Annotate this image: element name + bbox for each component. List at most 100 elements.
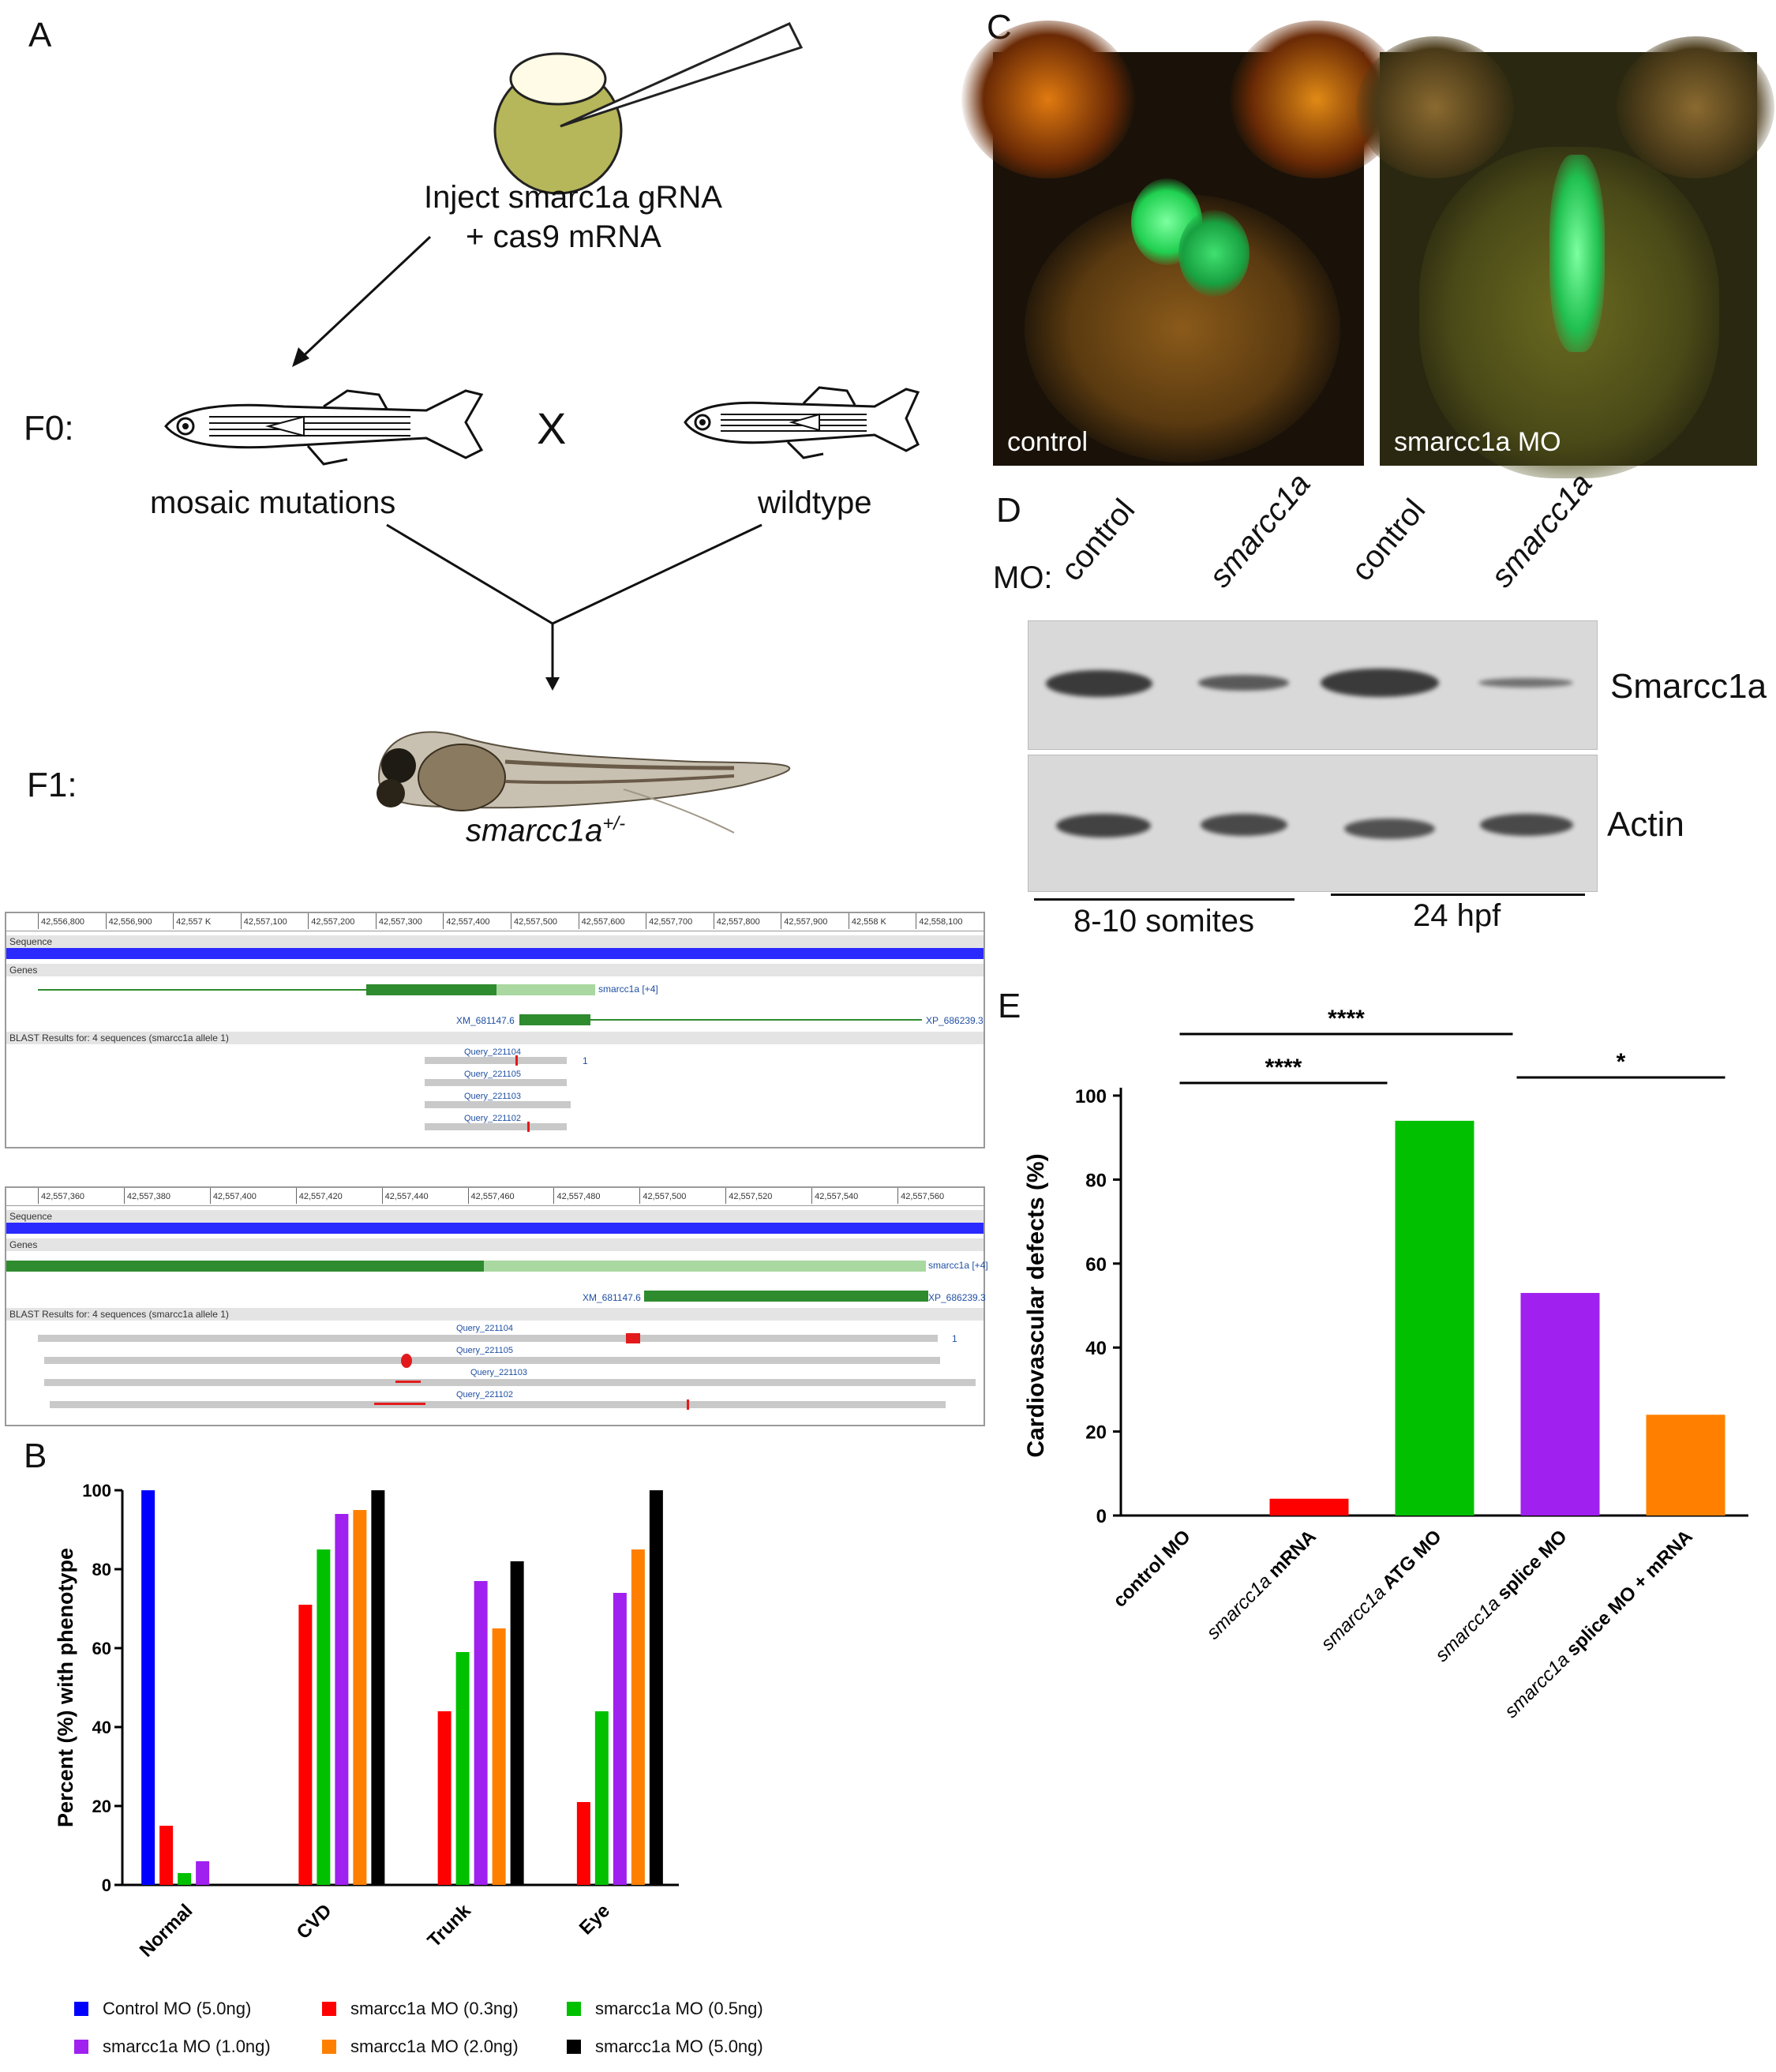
western-blot-actin xyxy=(1028,755,1598,892)
x-tick-label: CVD xyxy=(293,1900,336,1943)
mosaic-label: mosaic mutations xyxy=(150,485,396,520)
significance-label: * xyxy=(1617,1049,1626,1075)
legend-swatch xyxy=(322,2002,336,2016)
transcript-right-bottom: XP_686239.3 xyxy=(928,1292,986,1303)
legend-item: smarcc1a MO (0.3ng) xyxy=(322,1999,519,2019)
y-tick-label: 80 xyxy=(92,1560,111,1579)
arrow-to-f0 xyxy=(298,235,432,361)
bar xyxy=(649,1490,663,1885)
bar xyxy=(455,1652,470,1885)
ruler-tick-label: 42,557,600 xyxy=(578,913,625,929)
ruler-tick-label: 42,557,420 xyxy=(295,1188,343,1204)
blot-band xyxy=(1344,819,1435,839)
ruler-tick-label: 42,558,100 xyxy=(916,913,962,929)
caption-smarcc1a-mo: smarcc1a MO xyxy=(1394,427,1561,457)
legend-swatch xyxy=(567,2002,581,2016)
query-label: Query_221102 xyxy=(464,1114,521,1123)
legend-swatch xyxy=(567,2040,581,2054)
panel-a-schematic xyxy=(164,22,920,834)
lane-label: control xyxy=(1054,493,1142,588)
bar xyxy=(1520,1293,1600,1516)
y-tick-label: 100 xyxy=(82,1481,111,1501)
transcript-left-bottom: XM_681147.6 xyxy=(583,1292,641,1303)
f1-genotype-name: smarcc1a xyxy=(466,813,603,849)
ruler-tick-label: 42,557,700 xyxy=(646,913,692,929)
bar xyxy=(141,1490,155,1885)
ruler-tick-label: 42,557,500 xyxy=(511,913,557,929)
x-tick-label: Eye xyxy=(575,1900,614,1939)
lane-label: control xyxy=(1344,493,1433,588)
western-blot-smarcc1a xyxy=(1028,620,1598,750)
y-tick-label: 100 xyxy=(1075,1086,1107,1107)
ruler-tick-label: 42,557,300 xyxy=(375,913,422,929)
ruler-tick-label: 42,556,900 xyxy=(105,913,152,929)
legend-label: smarcc1a MO (0.3ng) xyxy=(350,1999,519,2018)
query-marker: 1 xyxy=(952,1333,957,1344)
group-line-left xyxy=(1034,898,1295,901)
genes-track-label: Genes xyxy=(6,1238,984,1251)
f1-genotype: smarcc1a+/- xyxy=(466,813,625,849)
ruler-tick-label: 42,557,400 xyxy=(443,913,489,929)
legend-item: smarcc1a MO (5.0ng) xyxy=(567,2036,763,2057)
bar xyxy=(196,1861,210,1885)
ruler-tick-label: 42,556,800 xyxy=(38,913,84,929)
ruler-tick-label: 42,557,900 xyxy=(781,913,827,929)
y-axis-label: Cardiovascular defects (%) xyxy=(1023,1153,1049,1457)
ruler-tick-label: 42,557,360 xyxy=(38,1188,84,1204)
cross-line-left xyxy=(386,523,553,625)
bar xyxy=(335,1514,349,1885)
bar xyxy=(1646,1414,1725,1516)
bar xyxy=(510,1561,524,1885)
ruler-tick-label: 42,557,520 xyxy=(725,1188,772,1204)
query-label: Query_221104 xyxy=(456,1324,513,1333)
y-axis-label: Percent (%) with phenotype xyxy=(54,1548,77,1827)
inject-text-line2: + cas9 mRNA xyxy=(466,219,661,254)
transcript-right-top: XP_686239.3 xyxy=(926,1015,984,1026)
inject-text-line1: Inject smarc1a gRNA xyxy=(424,180,722,215)
lane-label: smarcc1a xyxy=(1202,466,1317,594)
x-tick-label: smarcc1a ATG MO xyxy=(1317,1526,1445,1654)
heart-gfp-smarcc1a-mo xyxy=(1549,155,1605,352)
ruler-tick-label: 42,557,540 xyxy=(811,1188,858,1204)
zebrafish-larva-image xyxy=(377,731,790,834)
panel-a-label: A xyxy=(28,16,52,54)
blot-band xyxy=(1480,814,1573,836)
y-tick-label: 40 xyxy=(92,1718,111,1737)
bar xyxy=(298,1605,313,1885)
bar xyxy=(613,1593,627,1885)
query-label: Query_221103 xyxy=(464,1092,521,1101)
y-tick-label: 40 xyxy=(1085,1338,1107,1359)
zebrafish-mosaic-icon xyxy=(164,389,484,466)
panel-e-label: E xyxy=(998,987,1021,1025)
ruler-tick-label: 42,557,200 xyxy=(308,913,354,929)
significance-label: **** xyxy=(1328,1006,1365,1032)
sequence-track-bar xyxy=(6,948,984,959)
ruler-tick-label: 42,557,480 xyxy=(553,1188,601,1204)
x-tick-label: Trunk xyxy=(424,1900,476,1952)
bar xyxy=(1269,1498,1349,1516)
x-tick-label: smarcc1a mRNA xyxy=(1203,1526,1321,1643)
y-tick-label: 60 xyxy=(1085,1254,1107,1276)
bar xyxy=(474,1581,488,1885)
ruler-tick-label: 42,557,380 xyxy=(123,1188,170,1204)
bar xyxy=(576,1802,590,1885)
legend-item: smarcc1a MO (2.0ng) xyxy=(322,2036,519,2057)
gene-exon-dark xyxy=(366,984,496,995)
micrograph-smarcc1a-mo: smarcc1a MO xyxy=(1356,36,1774,478)
transcript-left-top: XM_681147.6 xyxy=(456,1015,515,1026)
legend-label: Control MO (5.0ng) xyxy=(103,1999,252,2018)
x-tick-label: control MO xyxy=(1109,1526,1195,1612)
y-tick-label: 20 xyxy=(1085,1422,1107,1444)
x-tick-label: smarcc1a splice MO xyxy=(1431,1526,1572,1666)
legend-swatch xyxy=(74,2040,88,2054)
mo-label: MO: xyxy=(993,560,1053,595)
f0-label: F0: xyxy=(24,409,74,448)
gene-name-top: smarcc1a [+4] xyxy=(598,984,658,995)
y-tick-label: 0 xyxy=(102,1875,111,1895)
group-line-right xyxy=(1331,894,1585,896)
query-label: Query_221104 xyxy=(464,1047,521,1057)
